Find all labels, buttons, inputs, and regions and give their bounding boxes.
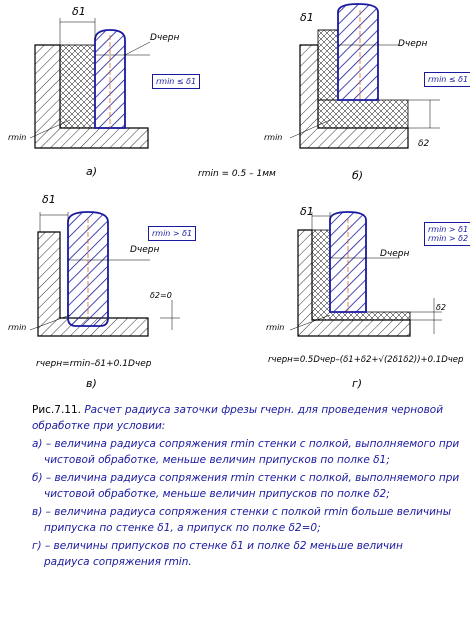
condition-g-2: rmin > δ2 <box>428 234 469 244</box>
condition-box-v: rmin > δ1 <box>148 226 197 242</box>
caption-item-b-line1: б) – величина радиуса сопряжения rmin ст… <box>32 472 460 484</box>
caption-title: Расчет радиуса заточки фрезы rчерн. для … <box>32 404 444 432</box>
delta2-label-g: δ2 <box>436 303 446 312</box>
panel-g <box>289 211 442 337</box>
caption-item-v: в) – величина радиуса сопряжения стенки … <box>32 504 462 536</box>
panel-letter-b: б) <box>352 169 364 182</box>
dcher-label-v: Dчерн <box>130 245 160 255</box>
caption-item-a-line1: а) – величина радиуса сопряжения rmin ст… <box>32 438 460 450</box>
caption-item-g: г) – величины припусков по стенке δ1 и п… <box>32 538 462 570</box>
rmin-label-v: rmin <box>8 323 27 332</box>
caption-item-b-line2: чистовой обработке, меньше величин припу… <box>44 488 390 500</box>
delta1-label-a: δ1 <box>72 5 86 18</box>
caption-item-v-line2: припуска по стенке δ1, а припуск по полк… <box>44 522 321 534</box>
delta1-label-b: δ1 <box>300 11 314 24</box>
formula-v: rчерн=rmin–δ1+0.1Dчер <box>36 359 152 369</box>
caption-item-b: б) – величина радиуса сопряжения rmin ст… <box>32 470 462 502</box>
dcher-label-g: Dчерн <box>380 249 410 259</box>
caption-title-line: Рис.7.11. Расчет радиуса заточки фрезы r… <box>32 402 462 434</box>
rmin-range-formula: rmin = 0.5 – 1мм <box>198 169 276 179</box>
caption-item-a-line2: чистовой обработке, меньше величин припу… <box>44 454 390 466</box>
caption-lead: Рис.7.11. <box>32 404 81 416</box>
condition-box-g: rmin > δ1 rmin > δ2 <box>424 222 470 247</box>
milling-cutter-diagrams <box>29 3 442 337</box>
panel-v <box>29 211 180 337</box>
delta2-label-b: δ2 <box>418 139 430 149</box>
panel-a <box>29 18 151 149</box>
dcher-label-b: Dчерн <box>398 39 428 49</box>
allowance-b <box>317 99 409 129</box>
delta1-label-g: δ1 <box>300 205 314 218</box>
figure-caption: Рис.7.11. Расчет радиуса заточки фрезы r… <box>32 402 462 572</box>
caption-item-a: а) – величина радиуса сопряжения rmin ст… <box>32 436 462 468</box>
rmin-label-b: rmin <box>264 133 283 142</box>
condition-g-1: rmin > δ1 <box>428 225 469 234</box>
rmin-label-a: rmin <box>8 133 27 142</box>
cutter-b <box>337 3 379 101</box>
caption-item-g-line1: г) – величины припусков по стенке δ1 и п… <box>32 540 403 552</box>
caption-item-g-line2: радиуса сопряжения rmin. <box>44 556 192 568</box>
condition-box-b: rmin ≤ δ1 <box>424 72 470 88</box>
panel-b <box>289 3 440 149</box>
allowance-a <box>59 44 96 129</box>
panel-letter-g: г) <box>352 377 363 390</box>
delta2-label-v: δ2=0 <box>150 291 172 300</box>
panel-letter-a: а) <box>86 165 98 178</box>
dcher-label-a: Dчерн <box>150 33 180 43</box>
panel-letter-v: в) <box>86 377 97 390</box>
delta1-label-v: δ1 <box>42 193 56 206</box>
rmin-label-g: rmin <box>266 323 285 332</box>
workpiece-v <box>37 231 149 337</box>
condition-box-a: rmin ≤ δ1 <box>152 74 201 90</box>
caption-item-v-line1: в) – величина радиуса сопряжения стенки … <box>32 506 452 518</box>
formula-g: rчерн=0.5Dчер–(δ1+δ2+√(2δ1δ2))+0.1Dчер <box>268 355 464 365</box>
